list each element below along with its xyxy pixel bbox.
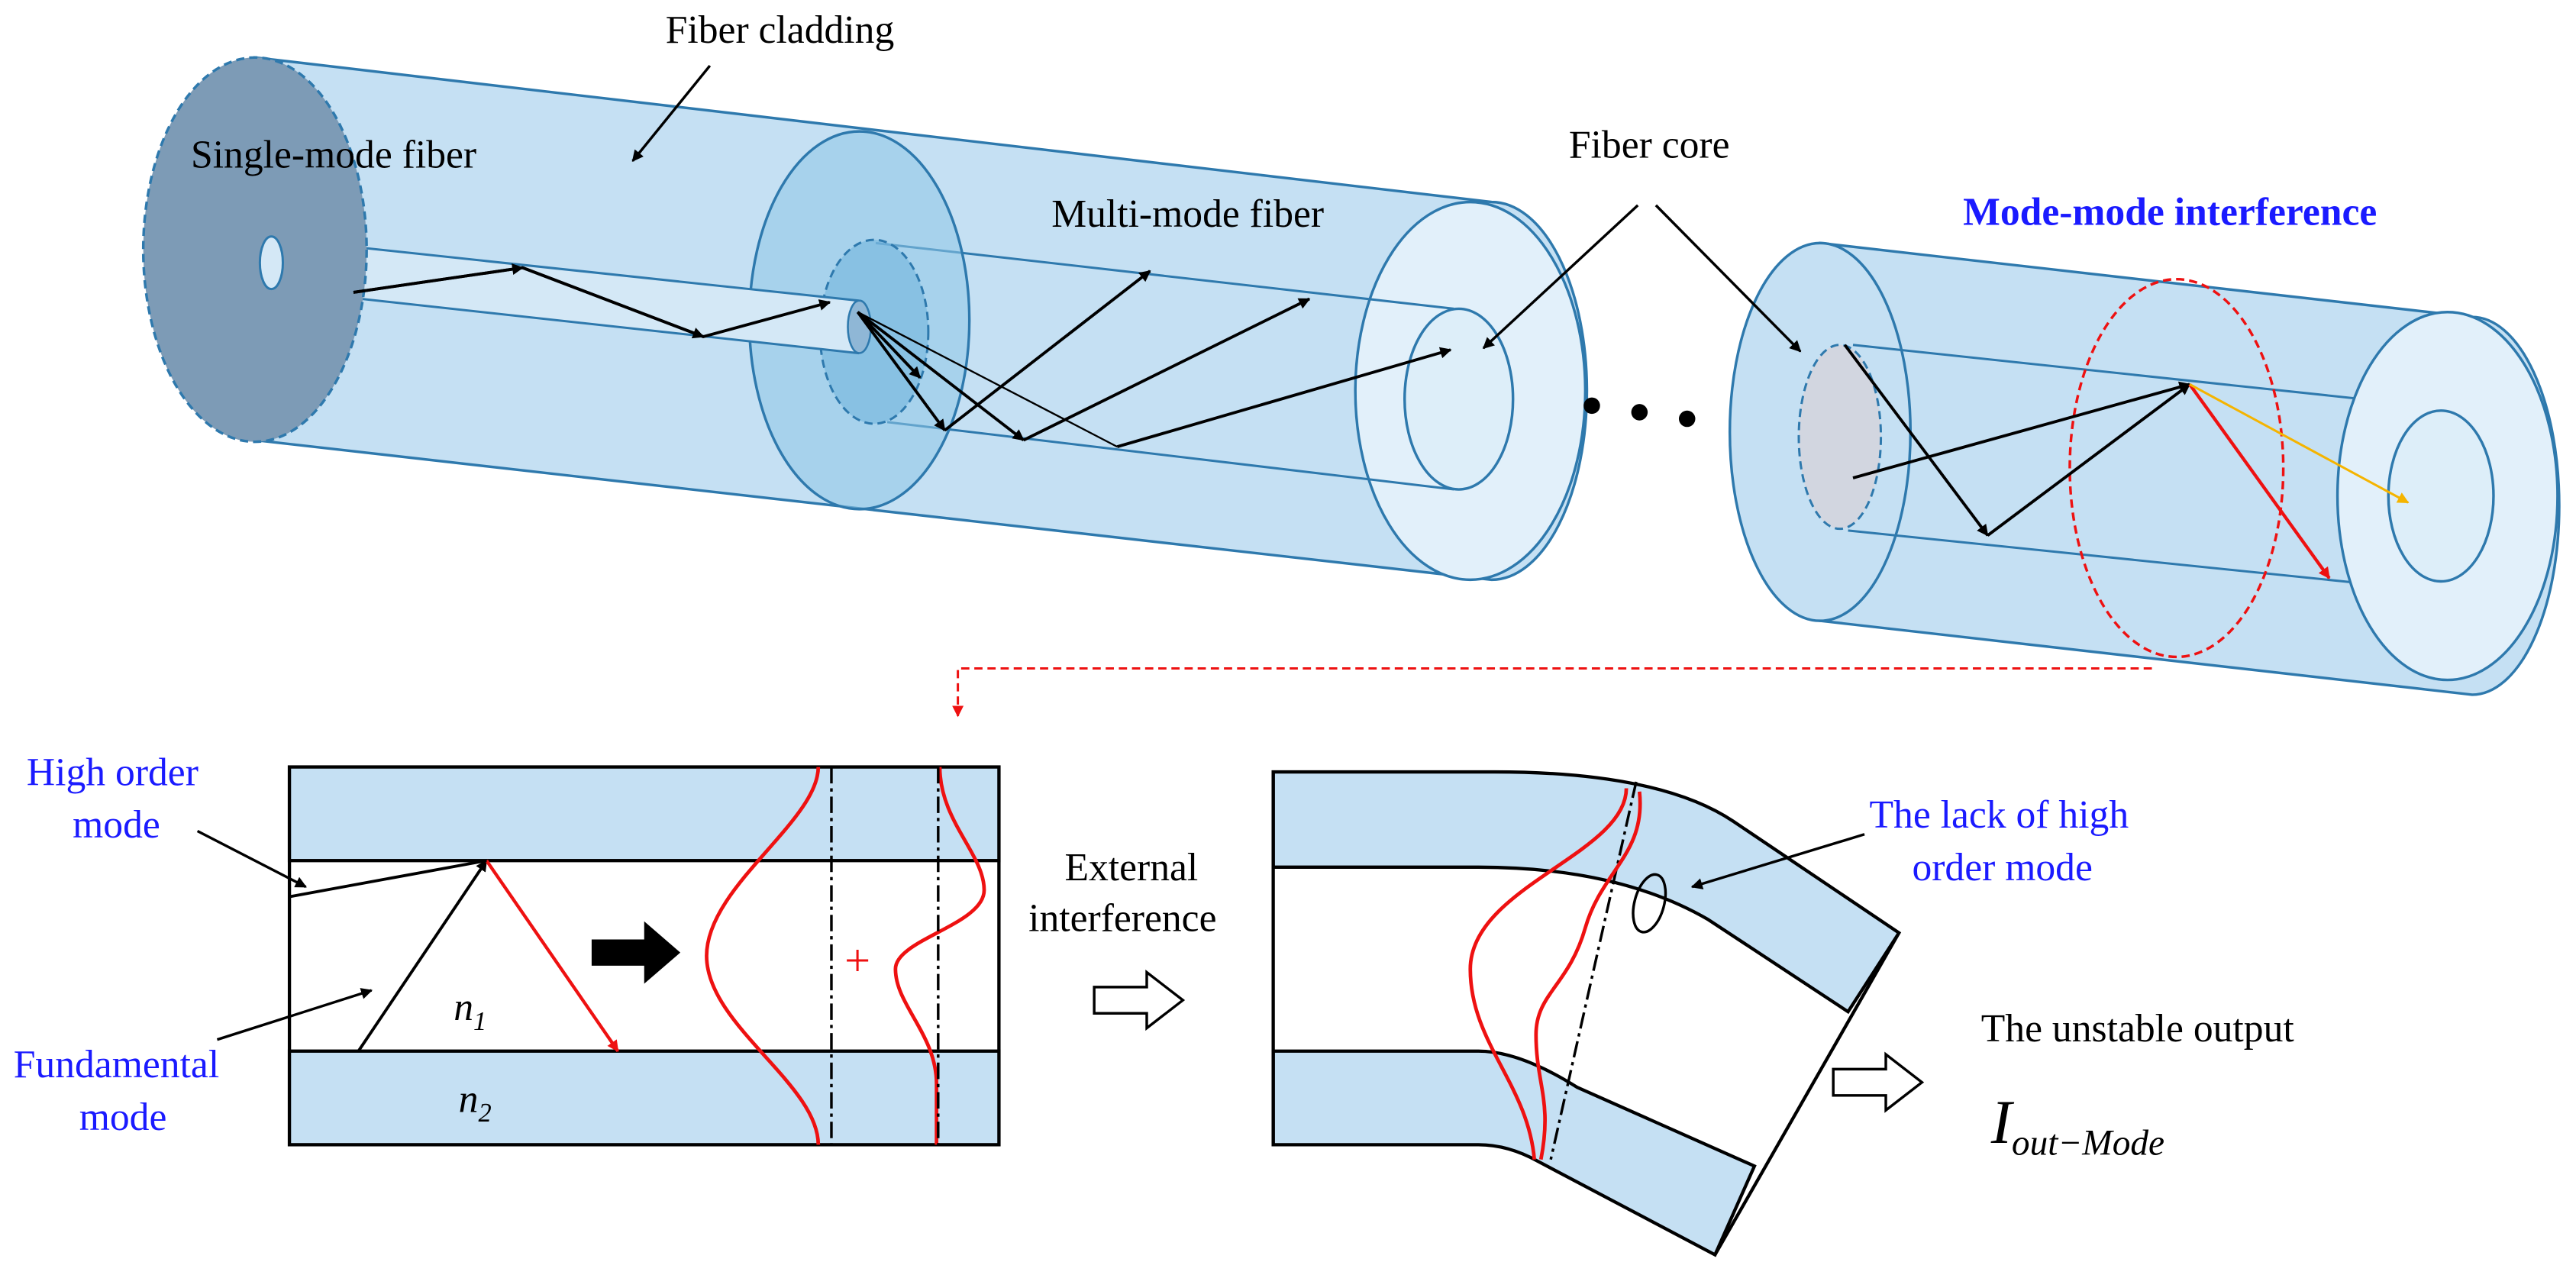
interference-segment [1728,241,2561,696]
bent-profile-1 [1468,788,1629,1160]
label-multi-mode-fiber: Multi-mode fiber [1051,192,1324,236]
pointer-high-order [196,829,307,889]
singlemode-ray-arrow-1 [353,263,525,294]
label-lack-mode-2: order mode [1912,846,2092,889]
pointer-fiber-core-left [1482,204,1639,350]
straight-top-cladding [287,765,1001,863]
label-n2: n2 [459,1077,492,1128]
pointer-fiber-cladding [631,64,712,162]
junction-core [818,238,930,425]
bent-waveguide: The lack of high order mode [1271,770,2129,1257]
mode-profile-2 [893,767,986,1145]
ellipsis-dot-2 [1631,404,1648,421]
external-interference: External interference [1028,846,1217,1031]
label-high-order-mode-1: High order [27,750,199,794]
hollow-arrow-2 [1832,1051,1925,1113]
plus-sign: + [844,935,870,986]
mm-ray-c1 [857,311,1118,448]
intf-ray-1 [1843,344,1989,537]
mm-ray-c2 [1116,347,1452,448]
output-section: The unstable output Iout−Mode [1832,1007,2295,1163]
main-fiber-assembly [141,56,1696,582]
pointer-fundamental [216,988,373,1041]
label-fundamental-mode-2: mode [79,1096,167,1139]
label-unstable-output: The unstable output [1981,1007,2295,1051]
mode-labels: High order mode Fundamental mode [14,750,373,1139]
bent-profile-2 [1534,791,1642,1160]
label-interference: interference [1028,897,1216,941]
label-high-order-mode-2: mode [73,803,160,847]
label-lack-mode-1: The lack of high [1870,793,2129,837]
singlemode-ray-arrow-2 [521,266,705,339]
intf-ray-3 [1852,381,2191,479]
mode-profile-1 [705,767,821,1145]
top-labels: Fiber cladding Single-mode fiber Multi-m… [191,8,2377,353]
straight-ray-in [357,859,488,1052]
mm-ray-d1 [856,311,922,379]
pointer-fiber-core-right [1654,204,1802,353]
multimode-core-edge-top [875,241,1454,310]
singlemode-core-start [258,235,284,291]
bent-right-edge [1713,931,1901,1256]
straight-waveguide: + n1 n2 [287,765,1001,1147]
intf-ray-orange [2189,383,2410,504]
bent-core [1273,867,1847,1167]
intf-ray-red [2188,383,2331,579]
hollow-arrow-1 [1093,969,1186,1031]
interference-core-start [1797,344,1883,531]
straight-ray-high [289,859,487,899]
label-fundamental-mode-1: Fundamental [14,1043,219,1086]
ellipsis-dot-1 [1583,397,1600,415]
pointer-lack-mode [1690,833,1865,889]
mm-ray-b1 [857,311,1025,442]
mm-ray-b2 [1022,297,1311,442]
output-symbol: Iout−Mode [1990,1087,2164,1163]
mm-ray-a2 [944,270,1151,432]
label-fiber-core: Fiber core [1569,124,1730,167]
interference-core-bottom [1848,529,2440,592]
multimode-core-edge-bottom [886,421,1454,491]
singlemode-endcap [141,56,368,444]
mm-ray-a1 [856,311,946,431]
label-fiber-cladding: Fiber cladding [666,8,895,52]
block-arrow [591,921,681,984]
ellipsis-dot-3 [1678,410,1696,428]
label-single-mode-fiber: Single-mode fiber [191,133,476,176]
straight-ray-red [485,859,620,1052]
straight-bottom-cladding [287,1049,1001,1147]
interference-core-top [1852,344,2440,408]
label-n1: n1 [454,986,486,1036]
intf-ray-2 [1987,382,2191,537]
interference-region-ellipse [2068,277,2285,659]
label-mode-mode-interference: Mode-mode interference [1963,191,2377,234]
label-external: External [1064,846,1198,889]
zoom-connector [952,667,2152,718]
bent-axis [1549,781,1638,1160]
lack-mode-marker [1632,873,1667,934]
bent-bottom-cladding [1271,1049,1757,1257]
interference-end-core [2387,409,2495,583]
